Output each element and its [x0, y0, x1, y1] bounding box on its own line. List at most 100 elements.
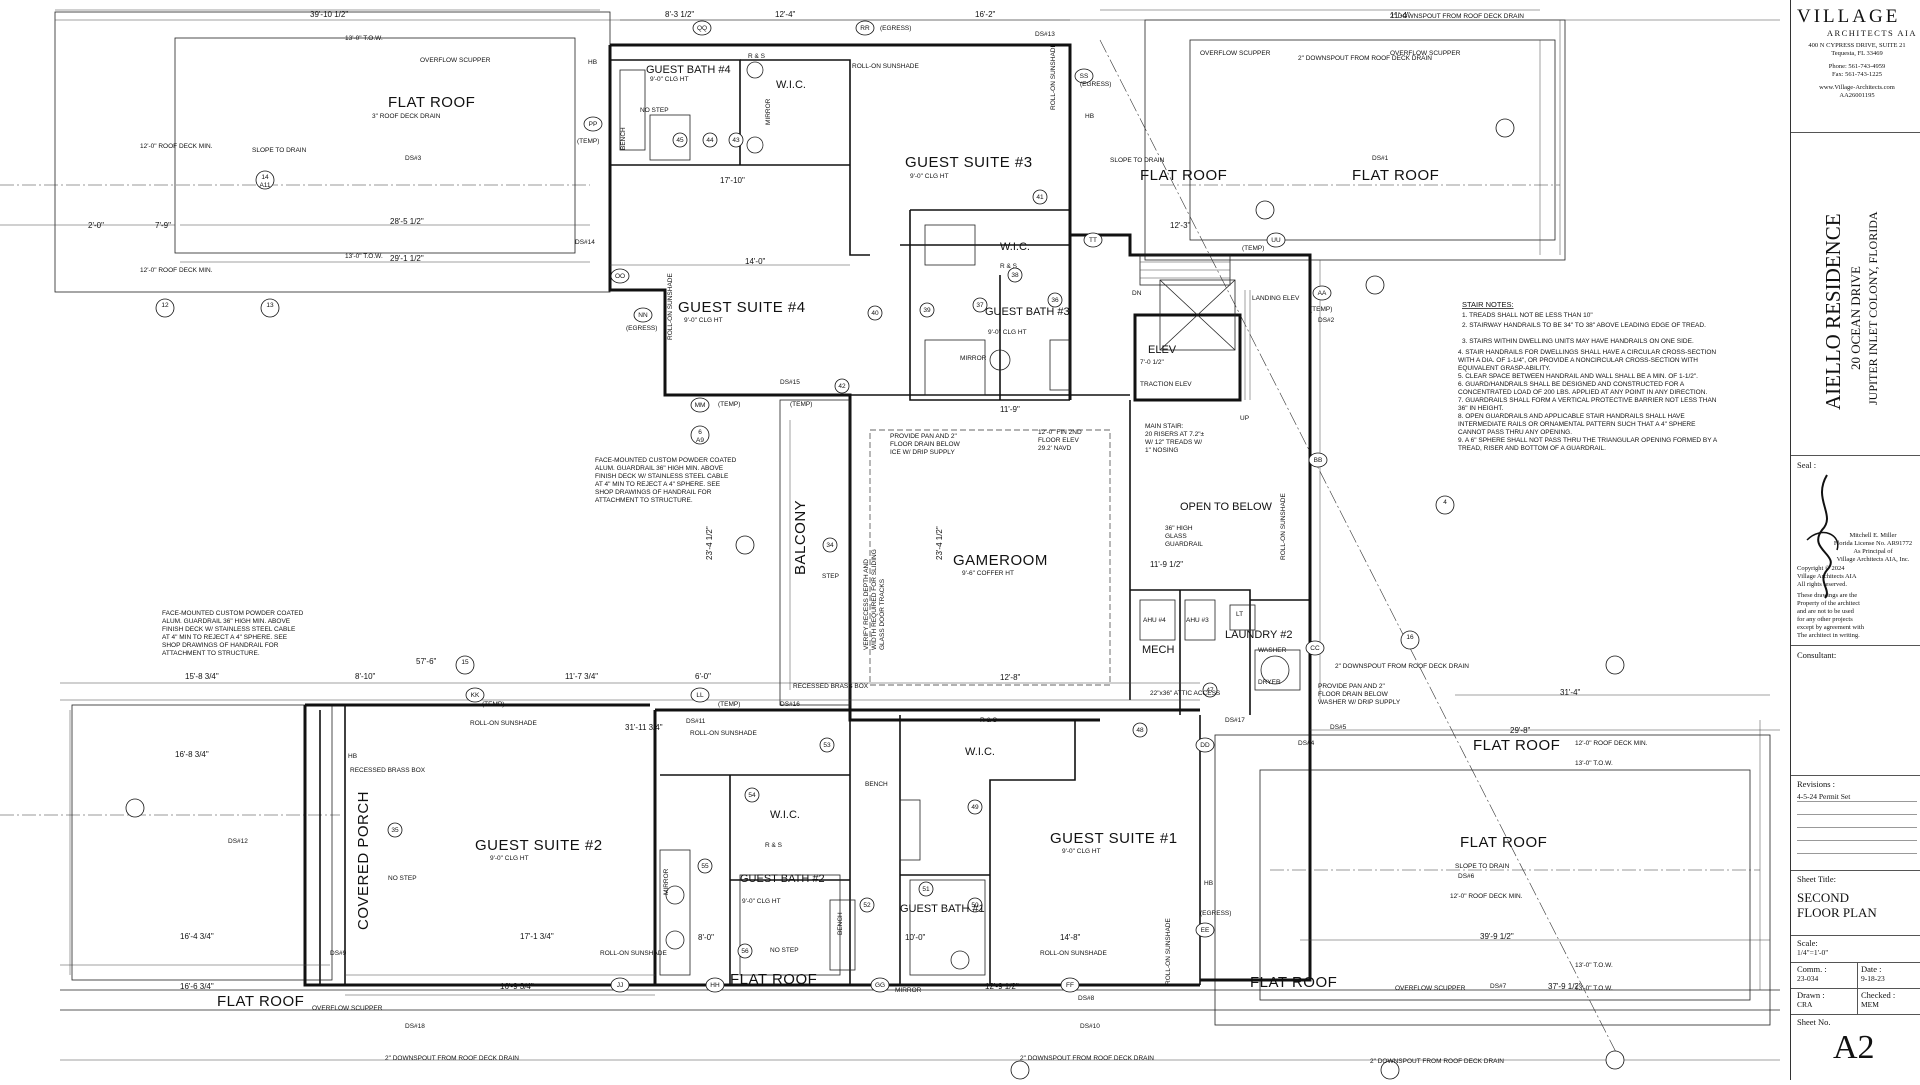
floor-plan-drawing: FLAT ROOF FLAT ROOF FLAT ROOF FLAT ROOF …	[0, 9, 1780, 1080]
stair-note: 1. TREADS SHALL NOT BE LESS THAN 10"	[1462, 312, 1593, 319]
downspout-tag: DS#3	[405, 155, 422, 162]
firm-phone: Phone: 561-743-4959	[1828, 63, 1886, 70]
door-tags	[465, 20, 1332, 993]
firm-subtitle: ARCHITECTS AIA	[1826, 28, 1917, 38]
dimension: 14'-0"	[745, 257, 766, 266]
room-flat-roof-n1: FLAT ROOF	[1140, 167, 1227, 184]
downspout-note: 2" DOWNSPOUT FROM ROOF DECK DRAIN	[1335, 663, 1469, 670]
keynote-tag: 39	[923, 307, 931, 314]
slope-note: SLOPE TO DRAIN	[1110, 157, 1165, 164]
downspout-tag: DS#10	[1080, 1023, 1100, 1030]
keynote-tag: 54	[748, 792, 756, 799]
downspout-tag: DS#15	[780, 379, 800, 386]
dn-note: DN	[1132, 290, 1142, 297]
stair-notes-rest: 4. STAIR HANDRAILS FOR DWELLINGS SHALL H…	[1458, 349, 1717, 452]
ice-pan-note: ICE W/ DRIP SUPPLY	[890, 449, 955, 456]
revision-item: 4-5-24 Permit Set	[1797, 792, 1917, 802]
traction-note: TRACTION ELEV	[1140, 381, 1192, 388]
dimension: 16'-8 3/4"	[175, 750, 209, 759]
room-balcony: BALCONY	[792, 500, 809, 575]
door-tag: NN	[638, 312, 648, 319]
door-tag: UU	[1271, 237, 1281, 244]
downspout-note: 2" DOWNSPOUT FROM ROOF DECK DRAIN	[385, 1055, 519, 1062]
rs-note: R & S	[765, 842, 783, 849]
dimension: 11'-9 1/2"	[1150, 560, 1183, 569]
sheet-title-label: Sheet Title:	[1797, 874, 1836, 884]
keynote-tag: 48	[1136, 727, 1144, 734]
door-tag: LL	[696, 692, 704, 699]
date-value: 9-18-23	[1861, 974, 1885, 983]
no-step-note: NO STEP	[640, 107, 669, 114]
dimension: 23'-4 1/2"	[705, 526, 714, 560]
dimension: 16'-6 3/4"	[180, 982, 214, 991]
door-tag: RR	[860, 25, 870, 32]
downspout-tag: DS#11	[686, 718, 706, 725]
disclaimer-line: These drawings are the	[1797, 592, 1858, 599]
door-tag: BB	[1314, 457, 1323, 464]
section-tag: 14	[261, 174, 269, 181]
disclaimer-line: Property of the architect	[1797, 600, 1860, 607]
room-flat-roof-s2: FLAT ROOF	[730, 971, 817, 988]
door-tag: SS	[1080, 73, 1089, 80]
room-guest-suite-4: GUEST SUITE #4	[678, 299, 806, 316]
dryer-note: DRYER	[1258, 679, 1281, 686]
keynote-tag: 52	[863, 902, 871, 909]
dimension: 12'-3"	[1170, 221, 1191, 230]
overflow-note: OVERFLOW SCUPPER	[1200, 50, 1271, 57]
stair-note: 3. STAIRS WITHIN DWELLING UNITS MAY HAVE…	[1462, 338, 1694, 345]
copyright-line: All rights reserved.	[1797, 581, 1848, 588]
gameroom-clg: 9'-6" COFFER HT	[962, 570, 1014, 577]
guest-suite-4-clg: 9'-0" CLG HT	[684, 317, 723, 324]
roof-min-note: 12'-0" ROOF DECK MIN.	[140, 267, 213, 274]
scale-label: Scale:	[1797, 938, 1818, 948]
dimension: 16'-4 3/4"	[180, 932, 214, 941]
room-guest-suite-3: GUEST SUITE #3	[905, 154, 1033, 171]
door-tag: CC	[1310, 645, 1320, 652]
temp-note: (TEMP)	[482, 701, 504, 708]
slope-note: SLOPE TO DRAIN	[252, 147, 307, 154]
overflow-note: OVERFLOW SCUPPER	[420, 57, 491, 64]
dimension: 8'-10"	[355, 672, 376, 681]
overflow-note: OVERFLOW SCUPPER	[312, 1005, 383, 1012]
downspout-tag: DS#1	[1372, 155, 1389, 162]
guardrail-note-1: ALUM. GUARDRAIL 36" HIGH MIN. ABOVE	[595, 465, 724, 472]
room-wic-3: W.I.C.	[770, 809, 800, 821]
recessed-brass-note: RECESSED BRASS BOX	[793, 683, 869, 690]
roll-on-note: ROLL-ON SUNSHADE	[600, 950, 667, 957]
temp-note: (TEMP)	[790, 401, 812, 408]
revisions-label: Revisions :	[1797, 779, 1836, 789]
section-tag: 12	[161, 302, 169, 309]
door-tag: EE	[1201, 927, 1210, 934]
ahu4-note: AHU #4	[1143, 617, 1166, 624]
no-step-note: NO STEP	[770, 947, 799, 954]
disclaimer-line: for any other projects	[1797, 616, 1853, 623]
guest-bath-4-clg: 9'-0" CLG HT	[650, 76, 689, 83]
downspout-note: 2" DOWNSPOUT FROM ROOF DECK DRAIN	[1370, 1058, 1504, 1065]
sheet-title-line2: FLOOR PLAN	[1797, 905, 1877, 920]
recessed-brass-note: RECESSED BRASS BOX	[350, 767, 426, 774]
fin-elev-note: FLOOR ELEV	[1038, 437, 1079, 444]
dimension: 12'-8"	[1000, 673, 1021, 682]
up-note: UP	[1240, 415, 1249, 422]
washer-pan-note: FLOOR DRAIN BELOW	[1318, 691, 1389, 698]
downspout-tag: DS#6	[1458, 873, 1475, 880]
keynote-tag: 41	[1036, 194, 1044, 201]
room-guest-suite-2: GUEST SUITE #2	[475, 837, 603, 854]
hb-note: HB	[348, 753, 357, 760]
stair-note: 5. CLEAR SPACE BETWEEN HANDRAIL AND WALL…	[1458, 373, 1698, 380]
keynote-tag: 36	[1051, 297, 1059, 304]
comm-label: Comm. :	[1797, 964, 1827, 974]
section-tag: A11	[259, 182, 270, 189]
door-tag: GG	[875, 982, 885, 989]
rs-note: R & S	[748, 53, 766, 60]
scale-value: 1/4"=1'-0"	[1797, 948, 1829, 957]
guardrail-note-1: FINISH DECK W/ STAINLESS STEEL CABLE	[595, 473, 729, 480]
egress-note: (EGRESS)	[1200, 910, 1231, 917]
dimension: 37'-9 1/2"	[1548, 982, 1582, 991]
ice-pan-note: PROVIDE PAN AND 2"	[890, 433, 958, 440]
washer-pan-note: PROVIDE PAN AND 2"	[1318, 683, 1386, 690]
stair-note: 4. STAIR HANDRAILS FOR DWELLINGS SHALL H…	[1458, 349, 1717, 372]
downspout-tag: DS#4	[1298, 740, 1315, 747]
sheet-number-label: Sheet No.	[1797, 1017, 1831, 1027]
room-elev: ELEV	[1148, 344, 1177, 356]
